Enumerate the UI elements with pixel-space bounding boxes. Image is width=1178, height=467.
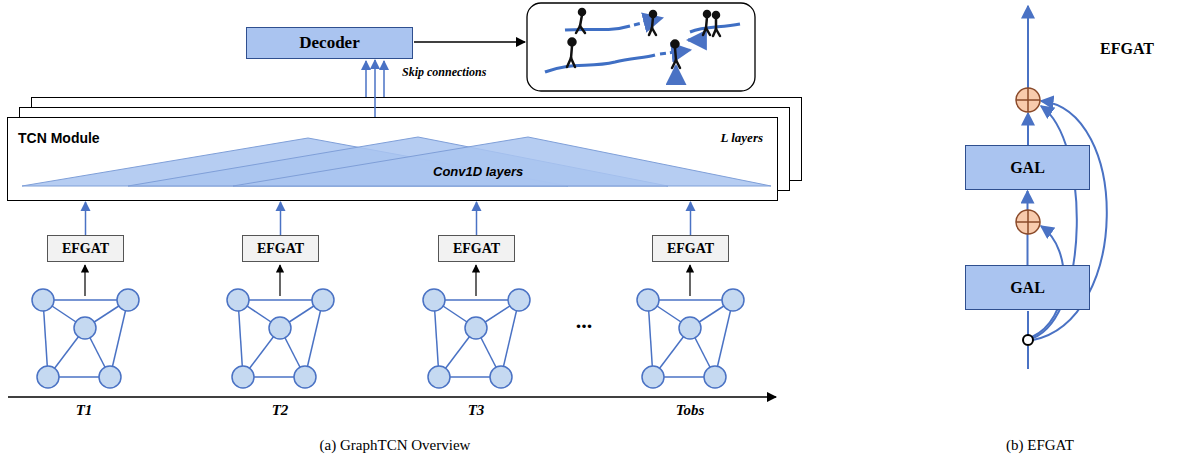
box-label: GAL [1010,159,1045,177]
tcn-module-box: TCN Module L layersConv1D layers [7,117,778,201]
connector [690,202,692,235]
layer-label: Conv1D layers [433,164,523,179]
skip-line [383,61,385,98]
graph-arrow [475,265,476,296]
efgat-box: EFGAT [652,235,729,262]
connector-label: Skip connections [400,65,488,80]
efgat-box: EFGAT [438,235,515,262]
graph [423,289,530,388]
box-label: EFGAT [453,241,500,257]
gal-box: GAL [965,145,1090,190]
graph-arrow [84,265,85,296]
box-label: EFGAT [257,241,304,257]
time-step: T2 [272,402,289,419]
sum-symbol [1016,210,1040,234]
time-step: T3 [468,402,485,419]
box-label: GAL [1010,279,1045,297]
graph [32,289,139,388]
efgat-box: EFGAT [47,235,124,262]
graph-arrow [279,265,280,296]
sum-symbol [1016,88,1040,112]
connector [476,202,478,235]
caption: (a) GraphTCN Overview [320,437,471,454]
panel-title: EFGAT [1100,40,1154,58]
box-label: EFGAT [667,241,714,257]
graph [637,289,744,388]
layer-count: L layers [721,130,763,146]
connector [280,202,282,235]
caption: (b) EFGAT [1006,437,1074,454]
module-title: TCN Module [18,130,100,146]
efgat-box: EFGAT [242,235,319,262]
trajectory-illustration [527,3,755,91]
ellipsis: ... [576,308,593,334]
conv-triangles [8,118,776,199]
time-step: T1 [76,402,93,419]
box-label: Decoder [299,33,359,53]
graph [227,289,334,388]
input-point [1023,335,1033,345]
graph-arrow [689,265,690,296]
decoder-box: Decoder [246,27,413,59]
box-label: EFGAT [62,241,109,257]
skip-line [365,61,367,98]
time-axis [8,396,776,398]
connector [85,202,87,235]
output-arrow [414,41,525,43]
gal-box: GAL [965,265,1090,310]
connector [374,60,376,117]
time-step: Tobs [676,402,705,419]
